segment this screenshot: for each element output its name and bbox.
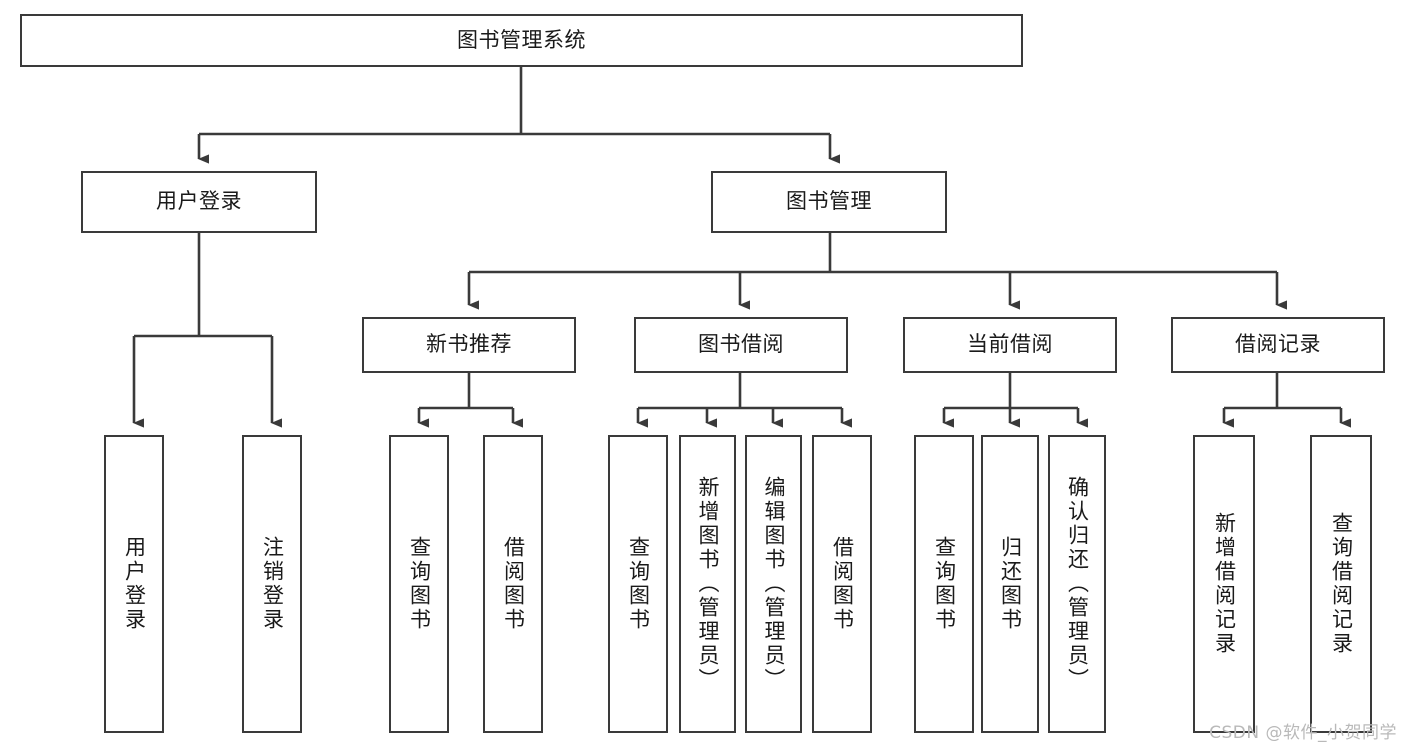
node-label: 查询图书	[626, 536, 651, 632]
node-user-login[interactable]: 用户登录	[81, 171, 317, 233]
node-label: 查询图书	[932, 536, 957, 632]
leaf-current-confirm-return[interactable]: 确认归还（管理员）	[1048, 435, 1106, 733]
node-label: 借阅图书	[501, 536, 526, 632]
leaf-record-add-record[interactable]: 新增借阅记录	[1193, 435, 1255, 733]
node-label: 查询图书	[407, 536, 432, 632]
leaf-user-login-signin[interactable]: 用户登录	[104, 435, 164, 733]
node-label: 图书管理系统	[457, 27, 586, 52]
leaf-borrow-borrow-book[interactable]: 借阅图书	[812, 435, 872, 733]
leaf-recommend-query-book[interactable]: 查询图书	[389, 435, 449, 733]
node-label: 用户登录	[156, 189, 242, 214]
watermark-text: CSDN @软件_小贺同学	[1209, 723, 1397, 743]
node-label: 注销登录	[260, 536, 285, 632]
leaf-recommend-borrow-book[interactable]: 借阅图书	[483, 435, 543, 733]
leaf-current-return-book[interactable]: 归还图书	[981, 435, 1039, 733]
node-label: 新增借阅记录	[1212, 512, 1237, 656]
node-label: 新增图书（管理员）	[696, 476, 720, 692]
node-label: 确认归还（管理员）	[1065, 476, 1090, 692]
node-label: 归还图书	[998, 536, 1023, 632]
node-root-library-system[interactable]: 图书管理系统	[20, 14, 1023, 67]
leaf-borrow-edit-book[interactable]: 编辑图书（管理员）	[745, 435, 802, 733]
leaf-current-query-book[interactable]: 查询图书	[914, 435, 974, 733]
leaf-borrow-add-book[interactable]: 新增图书（管理员）	[679, 435, 736, 733]
node-label: 当前借阅	[967, 332, 1053, 357]
node-current-borrow[interactable]: 当前借阅	[903, 317, 1117, 373]
node-label: 用户登录	[122, 536, 147, 632]
node-book-borrow[interactable]: 图书借阅	[634, 317, 848, 373]
node-new-book-recommend[interactable]: 新书推荐	[362, 317, 576, 373]
node-label: 编辑图书（管理员）	[762, 476, 786, 692]
leaf-user-login-signout[interactable]: 注销登录	[242, 435, 302, 733]
leaf-borrow-query-book[interactable]: 查询图书	[608, 435, 668, 733]
leaf-record-query-record[interactable]: 查询借阅记录	[1310, 435, 1372, 733]
node-book-management[interactable]: 图书管理	[711, 171, 947, 233]
node-label: 借阅图书	[830, 536, 855, 632]
node-label: 图书管理	[786, 189, 872, 214]
node-label: 图书借阅	[698, 332, 784, 357]
node-label: 借阅记录	[1235, 332, 1321, 357]
node-label: 新书推荐	[426, 332, 512, 357]
node-label: 查询借阅记录	[1329, 512, 1354, 656]
node-borrow-record[interactable]: 借阅记录	[1171, 317, 1385, 373]
